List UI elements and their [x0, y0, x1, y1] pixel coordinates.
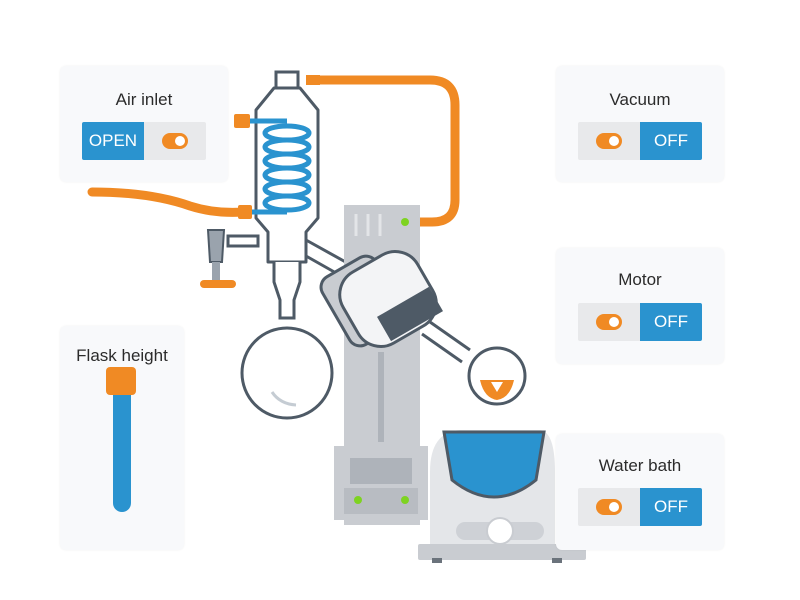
vacuum-title: Vacuum — [609, 90, 671, 109]
vacuum-hose — [313, 75, 460, 227]
motor-knob-side — [578, 303, 640, 341]
water-bath-foot-left — [432, 558, 442, 563]
water-bath-platform — [418, 544, 586, 560]
base-indicator-left — [354, 496, 362, 504]
stopcock-handle — [200, 280, 236, 288]
vacuum-panel: Vacuum OFF — [556, 66, 724, 182]
motor-state: OFF — [640, 303, 702, 341]
stand-slots — [354, 214, 382, 236]
hose-connector-lower — [238, 205, 252, 219]
flask-height-title: Flask height — [76, 346, 168, 365]
air-inlet-state: OPEN — [82, 122, 144, 160]
evaporating-flask-highlight — [491, 382, 503, 392]
evaporating-flask — [467, 346, 527, 406]
water-bath-switch[interactable]: OFF — [578, 488, 702, 526]
hose-connector-upper — [234, 114, 250, 128]
water-bath-title: Water bath — [598, 456, 682, 475]
flask-height-slider[interactable] — [113, 382, 131, 512]
air-inlet-panel: Air inlet OPEN — [60, 66, 228, 182]
motor-housing — [319, 250, 443, 348]
water-bath-knob — [486, 517, 514, 545]
receiving-flask — [240, 326, 334, 420]
base-display — [350, 458, 412, 484]
water-inlet-hose — [87, 187, 249, 217]
toggle-knob-icon — [596, 133, 622, 149]
toggle-knob-icon — [596, 314, 622, 330]
flask-reflection — [270, 391, 297, 407]
condenser-body — [254, 86, 320, 264]
evaporating-flask-neck — [421, 320, 471, 364]
receiving-flask-neck — [272, 262, 302, 320]
vacuum-state: OFF — [640, 122, 702, 160]
water-bath-water — [442, 430, 546, 499]
motor-title: Motor — [618, 270, 662, 289]
base-indicator-right — [401, 496, 409, 504]
water-bath-panel: Water bath OFF — [556, 434, 724, 550]
motor-switch[interactable]: OFF — [578, 303, 702, 341]
air-inlet-title: Air inlet — [115, 90, 173, 109]
vacuum-knob-side — [578, 122, 640, 160]
water-bath-knob-side — [578, 488, 640, 526]
stopcock-valve — [206, 229, 226, 263]
stopcock-stem — [212, 262, 220, 280]
vacuum-switch[interactable]: OFF — [578, 122, 702, 160]
air-inlet-switch[interactable]: OPEN — [82, 122, 206, 160]
toggle-knob-icon — [162, 133, 188, 149]
air-inlet-knob-side — [144, 122, 206, 160]
water-bath-state: OFF — [640, 488, 702, 526]
cooling-coil — [250, 118, 312, 215]
stand-indicator-light — [401, 218, 409, 226]
toggle-knob-icon — [596, 499, 622, 515]
slider-handle-icon[interactable] — [106, 367, 136, 395]
lift-rod — [378, 352, 384, 442]
motor-panel: Motor OFF — [556, 248, 724, 364]
water-bath-foot-right — [552, 558, 562, 563]
hose-connector-top — [306, 75, 320, 85]
condenser-neck — [274, 70, 300, 90]
stopcock-tube — [226, 234, 260, 248]
